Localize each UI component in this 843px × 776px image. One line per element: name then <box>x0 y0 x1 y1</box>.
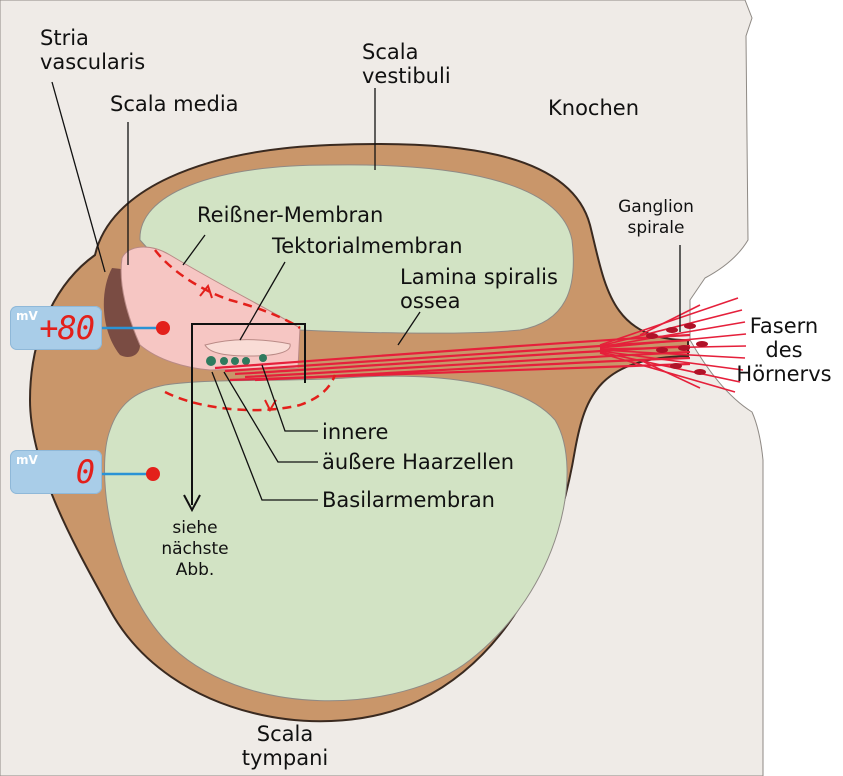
label-tektorialmembran: Tektorialmembran <box>272 234 463 258</box>
label-basilarmembran: Basilarmembran <box>322 488 495 512</box>
label-scala-media: Scala media <box>110 92 239 116</box>
label-scala-tympani: Scala tympani <box>230 722 340 770</box>
label-stria-vascularis: Stria vascularis <box>40 26 145 74</box>
label-knochen: Knochen <box>548 96 639 120</box>
label-scala-vestibuli: Scala vestibuli <box>362 40 451 88</box>
label-siehe-naechste-abb: siehe nächste Abb. <box>158 518 232 581</box>
outer-hair-cell <box>259 354 267 362</box>
outer-hair-cell <box>231 357 239 365</box>
inner-hair-cell <box>206 356 216 366</box>
meter-unit-label: mV <box>16 453 38 467</box>
probe-tip-top <box>156 321 170 335</box>
outer-hair-cell <box>220 357 228 365</box>
meter-value: 0 <box>76 453 94 491</box>
label-ganglion-spirale: Ganglion spirale <box>606 197 706 239</box>
outer-hair-cell <box>242 357 250 365</box>
label-innere: innere <box>322 420 388 444</box>
label-lamina-spiralis-ossea: Lamina spiralis ossea <box>400 265 558 313</box>
meter-unit-label: mV <box>16 309 38 323</box>
label-fasern-des-hoernervs: Fasern des Hörnervs <box>728 314 840 386</box>
voltage-meter-scala-tympani: mV 0 <box>10 450 102 494</box>
probe-tip-bottom <box>146 467 160 481</box>
label-reissner-membran: Reißner-Membran <box>197 203 383 227</box>
voltage-meter-scala-media: mV +80 <box>10 306 102 350</box>
meter-value: +80 <box>39 309 94 347</box>
label-aeussere-haarzellen: äußere Haarzellen <box>322 450 514 474</box>
